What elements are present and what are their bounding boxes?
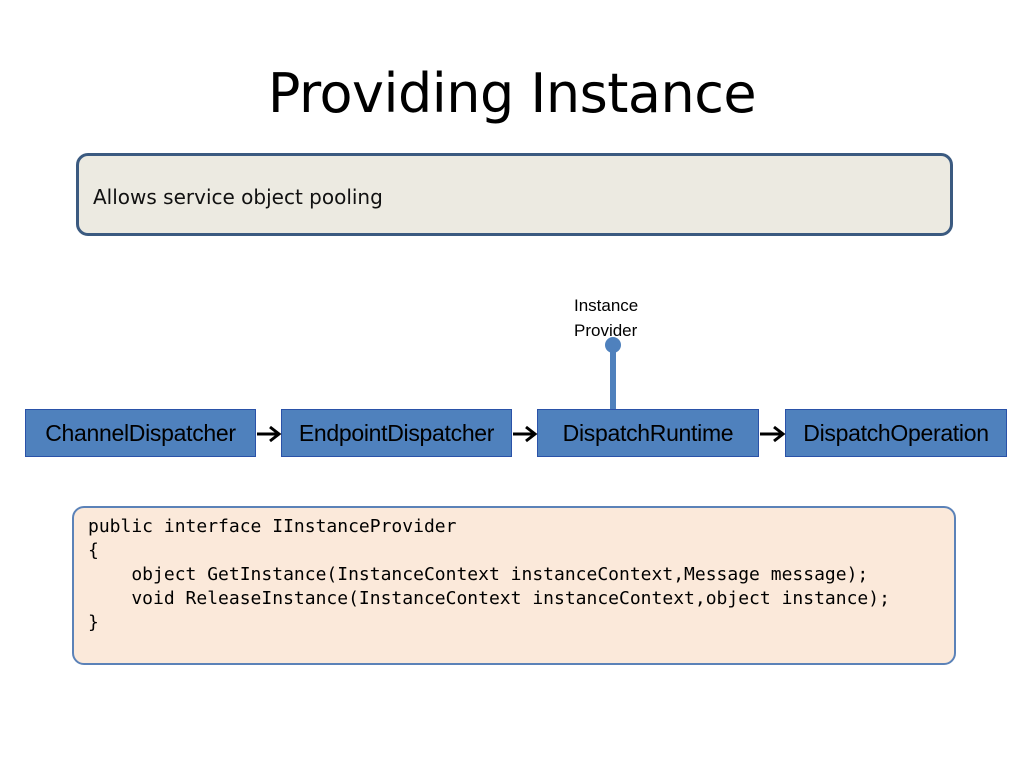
instance-provider-label-line1: Instance [574,296,639,315]
instance-provider-connector [605,337,621,409]
node-endpoint-dispatcher: EndpointDispatcher [281,409,512,457]
instance-provider-label-line2: Provider [574,321,638,340]
code-box [72,506,956,665]
connector-line [610,345,616,409]
callout-box: Allows service object pooling [76,153,953,236]
code-line: public interface IInstanceProvider [88,516,457,537]
callout-text: Allows service object pooling [93,185,383,209]
code-line: object GetInstance(InstanceContext insta… [88,564,869,585]
code-line: void ReleaseInstance(InstanceContext ins… [88,588,890,609]
arrow-right-icon [513,425,538,443]
instance-provider-label: Instance Provider [574,293,638,343]
arrow-right-icon [257,425,282,443]
code-line: { [88,540,99,561]
node-dispatch-operation: DispatchOperation [785,409,1007,457]
node-channel-dispatcher: ChannelDispatcher [25,409,256,457]
node-dispatch-runtime: DispatchRuntime [537,409,759,457]
code-block: public interface IInstanceProvider { obje… [88,515,890,635]
arrow-right-icon [760,425,786,443]
slide-title: Providing Instance [267,62,757,125]
code-line: } [88,612,99,633]
